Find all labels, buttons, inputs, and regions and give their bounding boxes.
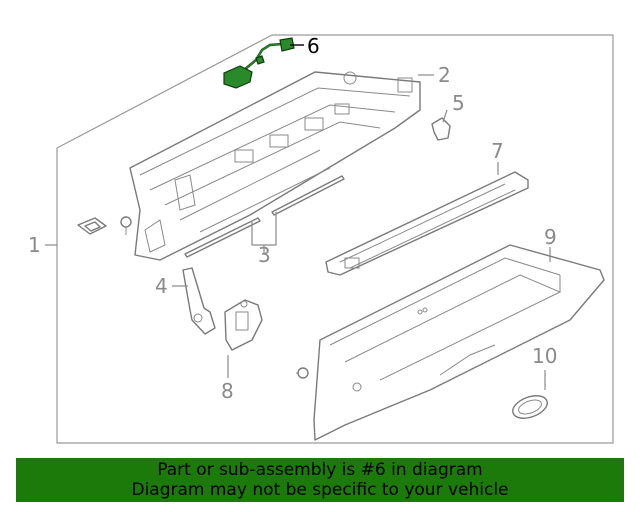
part-5-bumper <box>431 117 451 141</box>
callout-8: 8 <box>221 379 234 403</box>
screw <box>120 216 132 235</box>
info-banner: Part or sub-assembly is #6 in diagram Di… <box>16 458 624 502</box>
callout-3: 3 <box>258 243 271 267</box>
callout-2: 2 <box>438 63 451 87</box>
parts-diagram: 1 2 3 4 5 6 7 8 9 10 <box>28 34 614 444</box>
part-9-glovebox-door <box>313 244 605 441</box>
leader-5 <box>442 109 448 123</box>
callout-6: 6 <box>307 34 320 58</box>
part-4-damper <box>182 267 216 335</box>
part-6-wiring-harness <box>223 37 295 89</box>
callout-1: 1 <box>28 233 41 257</box>
part-10-emblem <box>512 395 548 419</box>
part-7-bracket <box>325 171 529 276</box>
clip-nut <box>77 217 107 235</box>
leader-3 <box>251 212 277 246</box>
part-3-rods <box>184 175 345 258</box>
leader-lines <box>45 44 551 390</box>
knob <box>296 367 309 379</box>
part-2-housing <box>129 71 421 261</box>
callout-7: 7 <box>491 139 504 163</box>
assembly-frame <box>56 34 614 444</box>
banner-disclaimer: Diagram may not be specific to your vehi… <box>131 480 509 500</box>
callout-4: 4 <box>155 274 168 298</box>
callout-10: 10 <box>532 344 557 368</box>
callout-5: 5 <box>452 91 465 115</box>
banner-part-note: Part or sub-assembly is #6 in diagram <box>157 460 483 480</box>
part-8-latch <box>224 299 263 351</box>
callout-9: 9 <box>544 225 557 249</box>
